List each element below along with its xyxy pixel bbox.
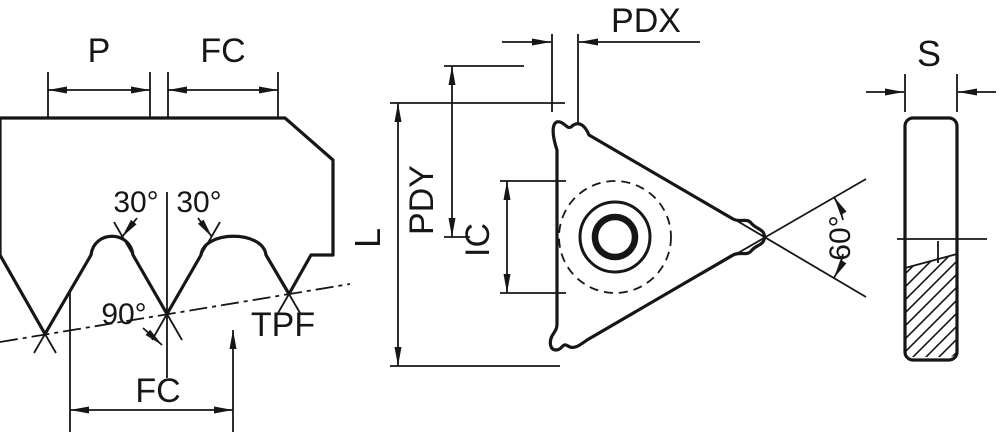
ic-label: IC	[459, 223, 497, 257]
hole-bore-circle	[591, 213, 639, 261]
angle-30-left-leader	[121, 217, 138, 238]
inscribed-circle	[558, 180, 672, 294]
pdy-label: PDY	[403, 165, 441, 235]
hatch-line	[909, 254, 957, 357]
pdx-label: PDX	[611, 2, 681, 40]
taper-centerline	[0, 283, 351, 343]
hatch-line	[905, 254, 957, 357]
fc-bottom-label: FC	[135, 372, 180, 410]
angle-90-label: 90°	[101, 298, 146, 331]
hatch-line	[905, 254, 957, 357]
angle-30-right-leader	[197, 217, 213, 238]
section-boundary-line	[904, 253, 958, 269]
angle-90-leader	[142, 327, 163, 346]
nose-angle-arc-lower	[833, 253, 847, 279]
hatch-line	[905, 254, 943, 357]
p-label: P	[88, 32, 111, 70]
angle-60-label: 60°	[824, 215, 857, 260]
nose-angle-arc-upper	[833, 196, 847, 221]
fc-top-label: FC	[200, 32, 245, 70]
insert-side-view: S	[866, 33, 996, 362]
section-hatch-group	[905, 254, 957, 357]
insert-front-view: PDX L PDY IC 60°	[347, 2, 867, 367]
insert-body	[548, 120, 767, 352]
hatch-line	[905, 254, 956, 357]
tpf-label: TPF	[251, 306, 315, 344]
flank-extension-left	[113, 221, 183, 341]
s-label: S	[917, 33, 941, 74]
hatch-line	[935, 254, 957, 357]
flank-extension-right	[151, 221, 221, 341]
hatch-line	[905, 254, 930, 357]
nose-angle-line-lower	[699, 178, 867, 276]
tip-crossing-line	[277, 274, 301, 314]
hatch-line	[905, 254, 917, 357]
hatch-line	[905, 254, 957, 357]
tip-crossing-line	[33, 314, 57, 354]
hatch-line	[922, 254, 957, 357]
angle-30-right-label: 30°	[176, 186, 221, 219]
angle-30-left-label: 30°	[113, 186, 158, 219]
hatch-line	[905, 254, 957, 357]
nose-angle-line-upper	[699, 198, 867, 298]
thread-profile-view: P FC 30° 30° 90° TPF FC	[0, 32, 351, 432]
l-label: L	[347, 228, 388, 248]
